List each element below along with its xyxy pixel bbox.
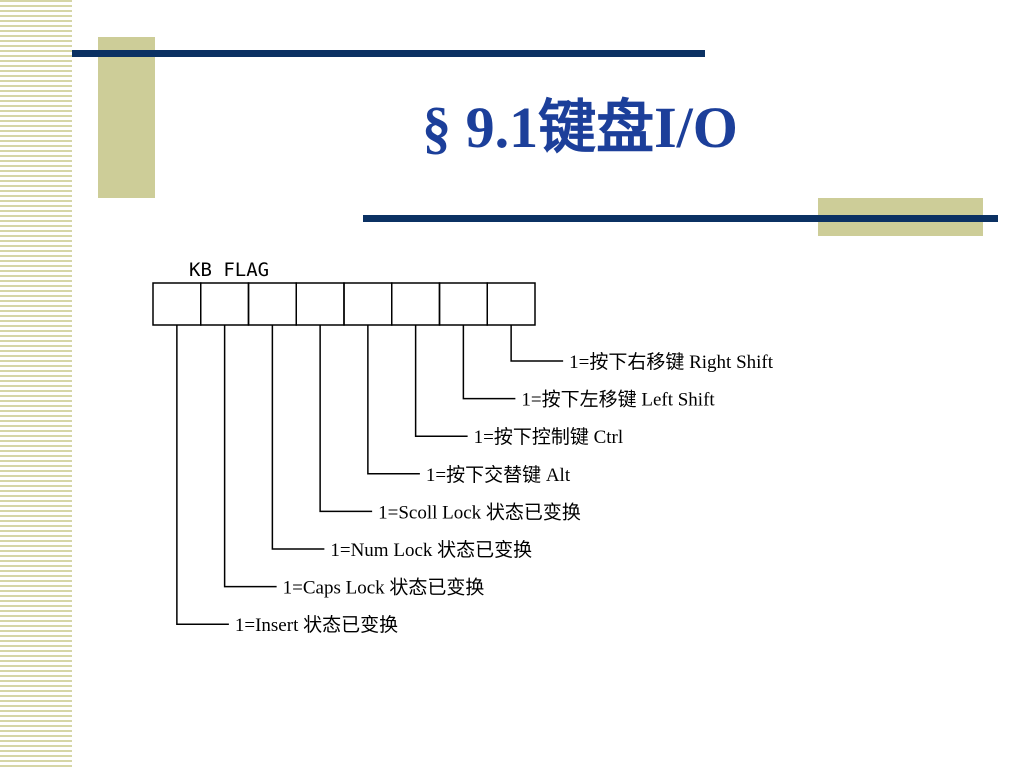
bit-cell (438, 282, 488, 326)
bit-label: 1=按下左移键 Left Shift (521, 389, 715, 411)
bit-label: 1=Caps Lock 状态已变换 (283, 577, 485, 599)
register-label: KB FLAG (189, 259, 269, 281)
bit-cell (486, 282, 536, 326)
leader-line (367, 325, 420, 475)
bit-label: 1=按下控制键 Ctrl (474, 426, 624, 448)
top-accent-block (98, 37, 155, 198)
leader-line (510, 325, 564, 362)
leader-line (462, 325, 516, 400)
leader-line (223, 325, 277, 588)
bit-cell (343, 282, 393, 326)
bit-cell (391, 282, 441, 326)
top-rule (72, 50, 705, 57)
bit-cell (200, 282, 250, 326)
bit-label: 1=Insert 状态已变换 (235, 614, 398, 636)
bit-cell (295, 282, 345, 326)
bit-cell (152, 282, 202, 326)
leader-line (319, 325, 373, 513)
leader-line (414, 325, 468, 437)
bit-cell (247, 282, 297, 326)
bottom-rule (363, 215, 998, 222)
left-stripe-decoration (0, 0, 72, 768)
leader-line (271, 325, 325, 550)
bit-label: 1=Num Lock 状态已变换 (330, 539, 532, 561)
bit-label: 1=按下右移键 Right Shift (569, 351, 774, 373)
bit-label: 1=按下交替键 Alt (426, 464, 571, 486)
bit-label: 1=Scoll Lock 状态已变换 (378, 501, 581, 523)
slide-title: § 9.1键盘I/O (422, 95, 738, 160)
leader-line (176, 325, 229, 625)
